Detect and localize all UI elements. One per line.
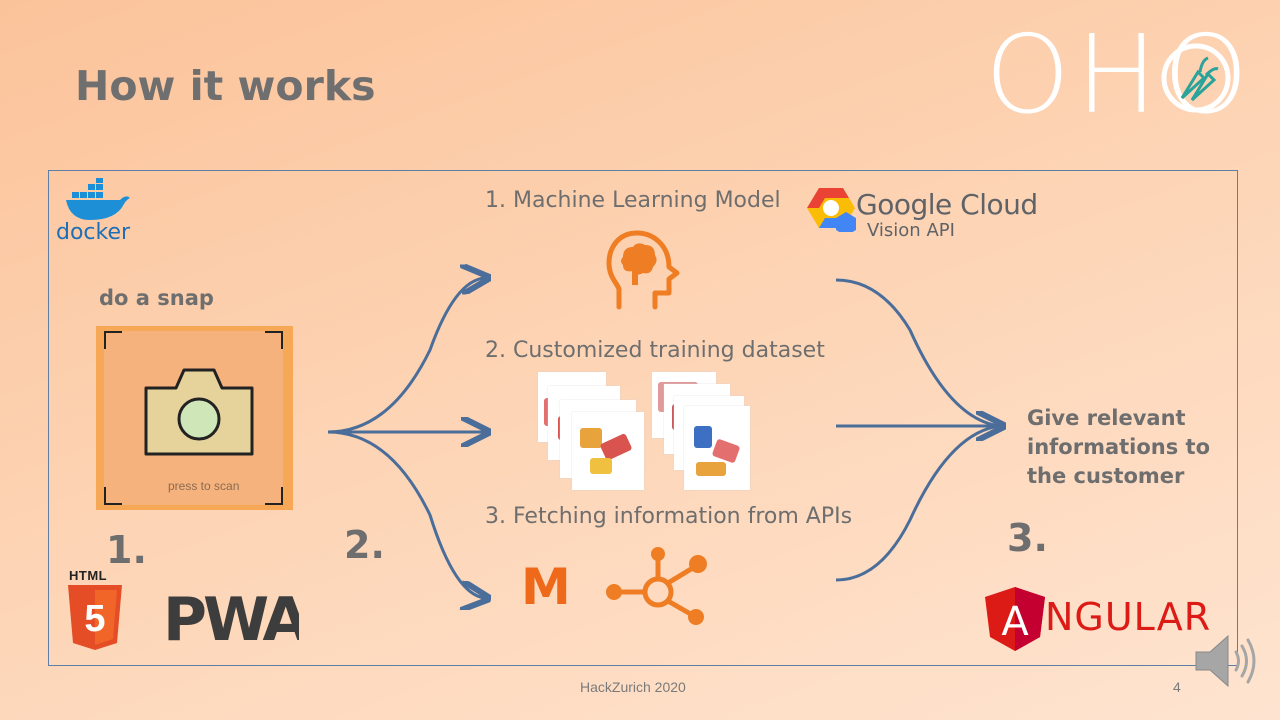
oho-logo: OHO [985, 22, 1254, 130]
html5-icon: 5 [68, 585, 122, 650]
corner-bottom-left [104, 487, 122, 505]
html-label: HTML [69, 568, 108, 583]
html-digit: 5 [84, 598, 105, 640]
camera-icon [144, 368, 254, 456]
result-line: Give relevant [1027, 406, 1186, 430]
item-ml-model: 1. Machine Learning Model [485, 188, 781, 213]
corner-top-right [265, 331, 283, 349]
oho-logo-text: OHO [985, 13, 1255, 138]
speaker-icon[interactable] [1192, 630, 1258, 692]
page-number: 4 [1173, 679, 1181, 695]
docker-icon [66, 178, 130, 220]
corner-top-left [104, 331, 122, 349]
step-number-1: 1. [106, 528, 147, 572]
item-training-dataset: 2. Customized training dataset [485, 338, 825, 363]
pwa-logo: PWA [163, 592, 299, 644]
dataset-photo [572, 412, 644, 490]
angular-letter: A [1001, 599, 1029, 645]
hubspot-icon [606, 547, 707, 625]
pwa-label: PWA [163, 592, 299, 644]
result-text: Give relevant informations to the custom… [1027, 404, 1210, 491]
dataset-photos-left [538, 372, 646, 490]
merge-arrows [835, 278, 1020, 582]
footer-text: HackZurich 2020 [580, 679, 686, 695]
migros-logo: M [521, 558, 571, 616]
brain-head-icon [606, 230, 680, 310]
carrot-icon [1161, 43, 1231, 113]
scan-viewport: press to scan [104, 331, 283, 505]
item-fetching-apis: 3. Fetching information from APIs [485, 504, 853, 529]
angular-label: NGULAR [1045, 595, 1212, 639]
snap-label: do a snap [99, 286, 214, 310]
scan-button-label: press to scan [168, 479, 240, 493]
content-frame [48, 170, 1238, 666]
google-cloud-icon [807, 188, 856, 232]
angular-shield-icon: A [985, 587, 1045, 651]
result-line: informations to [1027, 435, 1211, 459]
dataset-photos-right [652, 372, 752, 490]
slide-title: How it works [75, 62, 376, 110]
google-cloud-label: Google Cloud [856, 188, 1038, 221]
vision-api-label: Vision API [867, 220, 955, 241]
scan-button[interactable]: press to scan [96, 326, 293, 510]
docker-label: docker [56, 220, 131, 245]
step-number-3: 3. [1007, 516, 1048, 560]
split-arrows [327, 260, 510, 610]
corner-bottom-right [265, 487, 283, 505]
result-line: the customer [1027, 464, 1185, 488]
step-number-2: 2. [344, 523, 385, 567]
dataset-photo [684, 406, 750, 490]
